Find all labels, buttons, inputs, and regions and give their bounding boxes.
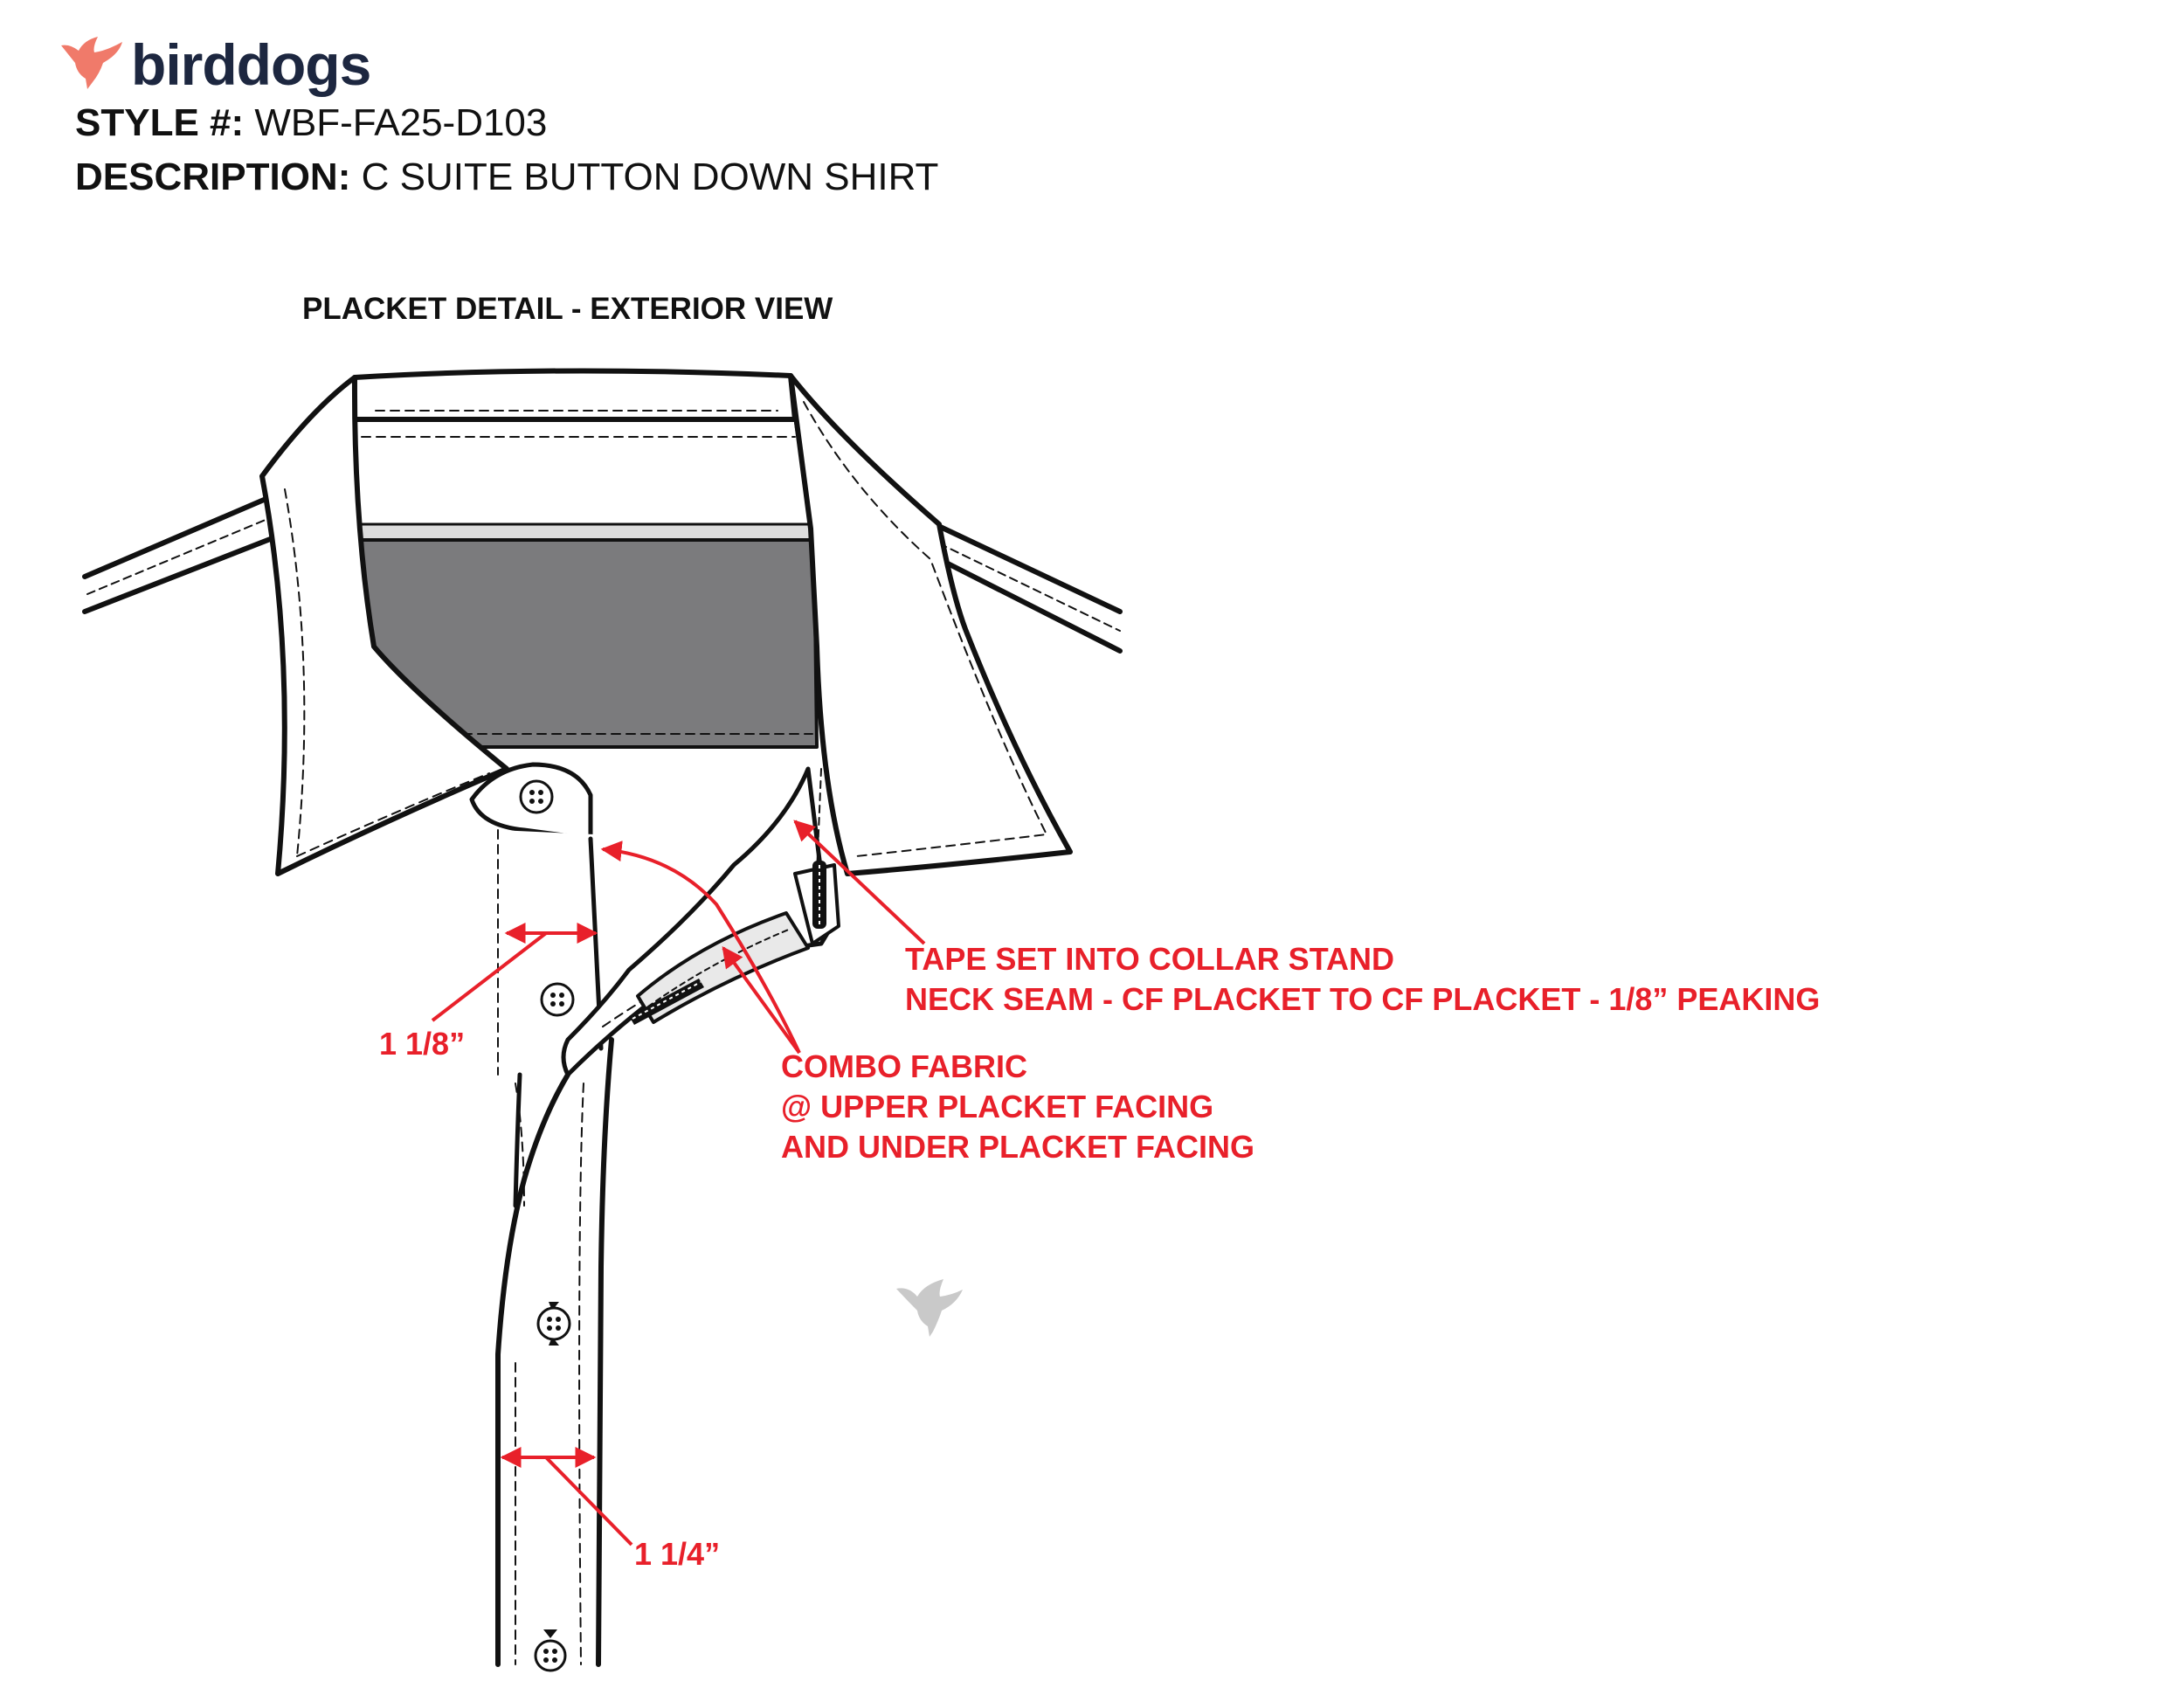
style-value: WBF-FA25-D103 <box>254 101 548 144</box>
button-collar-icon <box>519 779 554 814</box>
collar-stand <box>352 418 819 749</box>
hummingbird-logo-icon <box>61 37 122 89</box>
right-shoulder <box>932 522 1123 654</box>
tape-note-line-2: NECK SEAM - CF PLACKET TO CF PLACKET - 1… <box>905 981 1821 1017</box>
hummingbird-watermark-icon <box>896 1279 963 1337</box>
left-shoulder <box>82 487 300 614</box>
button-placket-icon <box>536 1302 571 1346</box>
tape-note: TAPE SET INTO COLLAR STAND NECK SEAM - C… <box>905 939 1820 1020</box>
measure-lower-label: 1 1/4” <box>634 1536 721 1572</box>
annotation-arrows <box>431 820 926 1546</box>
collar-left-point <box>259 375 509 876</box>
description-value: C SUITE BUTTON DOWN SHIRT <box>361 156 939 198</box>
combo-note-line-1: COMBO FABRIC <box>781 1048 1027 1084</box>
button-bottom-icon <box>534 1629 567 1672</box>
brand-name: birddogs <box>131 32 371 97</box>
button-upper-icon <box>540 982 575 1017</box>
description: DESCRIPTION: C SUITE BUTTON DOWN SHIRT <box>75 156 938 199</box>
top-placket <box>495 766 837 1667</box>
collar-right-wing <box>788 373 1073 876</box>
combo-note: COMBO FABRIC @ UPPER PLACKET FACING AND … <box>781 1047 1254 1167</box>
combo-note-line-3: AND UNDER PLACKET FACING <box>781 1129 1255 1165</box>
measure-upper-label: 1 1/8” <box>379 1026 466 1062</box>
tape-note-line-1: TAPE SET INTO COLLAR STAND <box>905 941 1395 977</box>
combo-note-line-2: @ UPPER PLACKET FACING <box>781 1089 1214 1124</box>
style-number: STYLE #: WBF-FA25-D103 <box>75 101 547 145</box>
style-label: STYLE #: <box>75 101 245 144</box>
description-label: DESCRIPTION: <box>75 156 351 198</box>
view-title: PLACKET DETAIL - EXTERIOR VIEW <box>302 292 833 326</box>
collar-left-wing <box>351 368 798 422</box>
buttonhole-upper-icon <box>629 979 704 1025</box>
buttonhole-stand-icon <box>812 861 826 929</box>
